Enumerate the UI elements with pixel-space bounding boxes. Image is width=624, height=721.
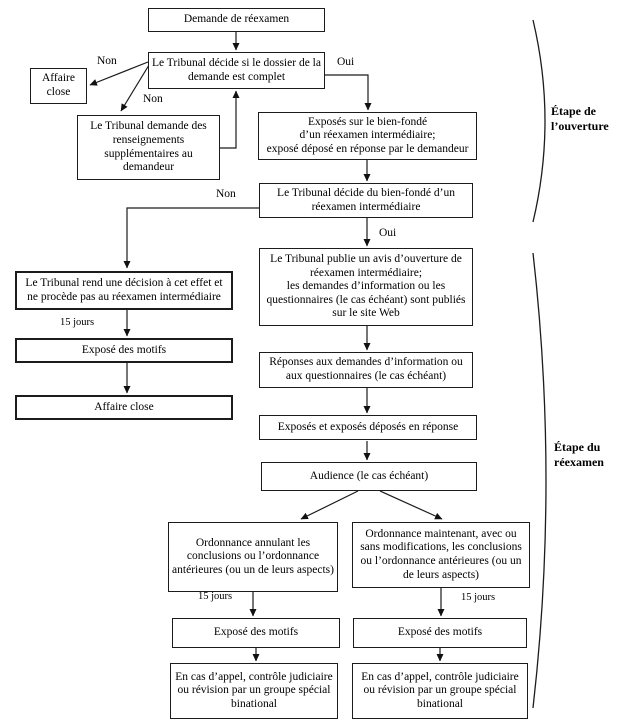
brace-etape-ouverture bbox=[532, 19, 546, 223]
node-decide-bien-fonde: Le Tribunal décide du bien-fondé d’un ré… bbox=[259, 183, 473, 218]
node-rend-decision: Le Tribunal rend une décision à cet effe… bbox=[15, 271, 233, 310]
node-appel-droit: En cas d’appel, contrôle judiciaire ou r… bbox=[352, 663, 528, 719]
node-ordonnance-maintenant: Ordonnance maintenant, avec ou sans modi… bbox=[352, 522, 530, 588]
edge-label-non-bien-fonde: Non bbox=[216, 188, 236, 200]
node-exposes-reponse: Exposés et exposés déposés en réponse bbox=[259, 415, 477, 440]
stage-label-reexamen: Étape du réexamen bbox=[554, 440, 604, 469]
edge-label-oui-bien-fonde: Oui bbox=[379, 227, 397, 239]
node-appel-gauche: En cas d’appel, contrôle judiciaire ou r… bbox=[170, 663, 338, 719]
node-reponses: Réponses aux demandes d’information ou a… bbox=[259, 352, 473, 388]
stage-label-ouverture: Étape de l’ouverture bbox=[551, 104, 609, 133]
node-audience: Audience (le cas échéant) bbox=[261, 462, 477, 491]
edge-label-non-renseignements: Non bbox=[143, 93, 163, 105]
brace-etape-reexamen bbox=[532, 252, 547, 709]
node-ordonnance-annulant: Ordonnance annulant les conclusions ou l… bbox=[168, 522, 338, 592]
arrow-dossier-to-exposes-oui bbox=[325, 74, 372, 111]
node-expose-motifs-bas-gauche: Exposé des motifs bbox=[172, 618, 340, 648]
node-affaire-close-gauche: Affaire close bbox=[15, 395, 233, 420]
node-expose-motifs-gauche: Exposé des motifs bbox=[15, 338, 233, 363]
arrow-dossier-to-affaire-close bbox=[89, 61, 149, 86]
edge-label-oui-dossier: Oui bbox=[337, 56, 355, 68]
node-publie-avis: Le Tribunal publie un avis d’ouverture d… bbox=[259, 248, 473, 326]
node-renseignements: Le Tribunal demande des renseignements s… bbox=[77, 115, 220, 180]
node-affaire-close-haut: Affaire close bbox=[30, 68, 87, 104]
edge-label-15-jours-gauche: 15 jours bbox=[60, 317, 95, 328]
node-exposes-bien-fonde: Exposés sur le bien-fondé d’un réexamen … bbox=[258, 112, 477, 160]
arrow-decide-to-rend-decision-non bbox=[123, 207, 259, 269]
node-dossier-complet: Le Tribunal décide si le dossier de la d… bbox=[148, 52, 325, 89]
edge-label-non-affaire: Non bbox=[97, 55, 117, 67]
edge-label-15-jours-bas-droit: 15 jours bbox=[461, 592, 496, 603]
arrow-audience-to-ordonnance-annulant bbox=[300, 490, 359, 520]
node-demande-reexamen: Demande de réexamen bbox=[148, 8, 325, 32]
node-expose-motifs-bas-droit: Exposé des motifs bbox=[353, 618, 527, 648]
arrow-dossier-to-renseignements bbox=[120, 64, 150, 112]
edge-label-15-jours-bas-gauche: 15 jours bbox=[198, 591, 233, 602]
arrow-audience-to-ordonnance-maintenant bbox=[379, 490, 443, 520]
arrow-renseignements-to-dossier bbox=[220, 90, 240, 149]
